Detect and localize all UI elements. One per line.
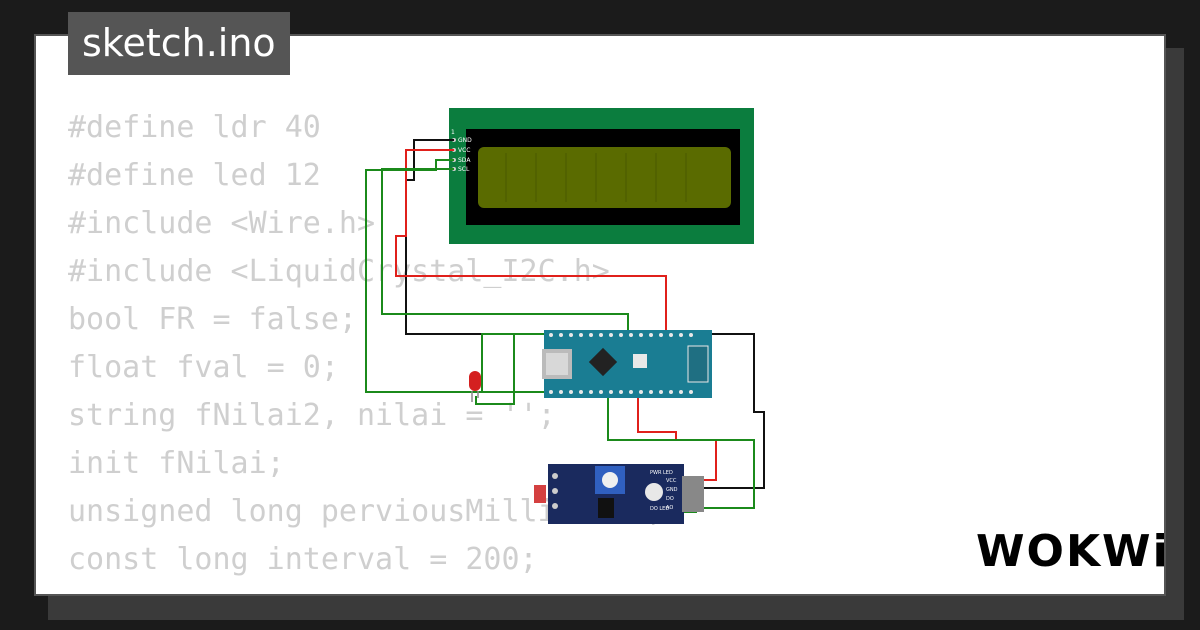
sensor-led-label: PWR LED xyxy=(650,470,673,476)
sensor-led-label: DO LED xyxy=(650,506,669,512)
code-background: #define ldr 40 #define led 12 #include <Wi… xyxy=(68,104,700,594)
code-line: bool FR = false; xyxy=(68,302,357,337)
sensor-pin-label: GND xyxy=(666,487,678,493)
code-line: string fNilai2, nilai = ''; xyxy=(68,398,556,433)
preview-card: #define ldr 40 #define led 12 #include <Wi… xyxy=(34,34,1166,596)
wire-led-gnd xyxy=(475,333,522,405)
sensor-pin-label: DO xyxy=(666,496,674,502)
code-line: #include <LiquidCrystal_I2C.h> xyxy=(68,254,610,289)
arduino-nano[interactable] xyxy=(542,330,712,398)
circuit-diagram: 1 GND VCC SDA SCL xyxy=(365,108,765,524)
code-line: float fval = 0; xyxy=(68,350,339,385)
wire-vcc xyxy=(395,149,667,330)
sensor-pin-label: AO xyxy=(666,505,673,511)
code-line: const long interval = 200; xyxy=(68,542,538,577)
lcd-pin-label: SCL xyxy=(458,166,470,173)
code-line: #define led 12 xyxy=(68,158,321,193)
wire-led xyxy=(481,333,544,392)
lcd-display[interactable]: 1 GND VCC SDA SCL xyxy=(449,108,754,244)
wokwi-logo: WOKWi xyxy=(976,526,1170,577)
lcd-pin-label: VCC xyxy=(458,147,470,154)
lcd-pin-label: SDA xyxy=(458,157,471,164)
wire-sensor-do xyxy=(607,392,755,509)
lcd-pin-label: GND xyxy=(458,137,472,144)
lcd-pin1-label: 1 xyxy=(451,129,455,136)
code-line: #include <Wire.h> xyxy=(68,206,376,241)
file-name-tab[interactable]: sketch.ino xyxy=(68,12,290,75)
code-line: LiquidCrystal_I2C lcd(0x27, 16, 2); xyxy=(68,584,700,594)
code-line: #define ldr 40 xyxy=(68,110,321,145)
sensor-pin-label: VCC xyxy=(666,478,677,484)
red-led[interactable] xyxy=(469,371,481,402)
code-line: init fNilai; xyxy=(68,446,285,481)
wire-scl xyxy=(381,168,629,330)
ldr-sensor-module[interactable]: PWR LED DO LED VCC GND DO AO xyxy=(534,464,704,524)
